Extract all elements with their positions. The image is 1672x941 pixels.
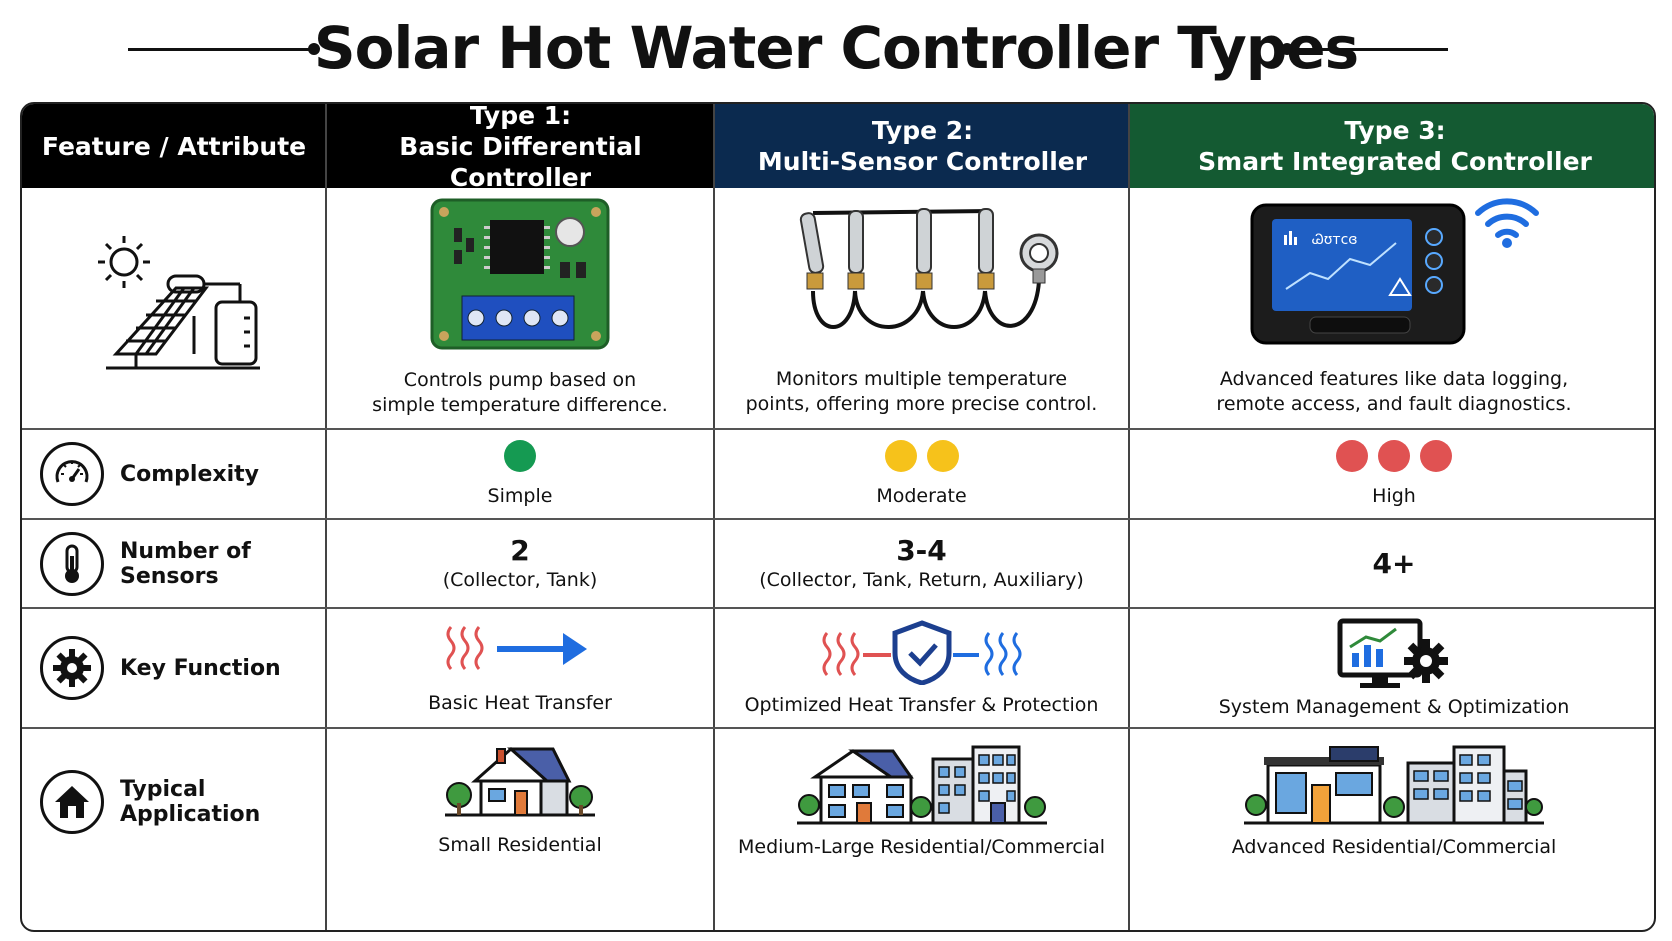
type2-function: Optimized Heat Transfer & Protection [715,609,1128,727]
type3-description: Advanced features like data logging, rem… [1216,367,1571,417]
type1-description-line2: simple temperature difference. [372,394,668,416]
type3-sensor-count: 4+ [1372,546,1416,580]
type2-complexity-value: Moderate [876,484,967,507]
home-icon [40,769,104,834]
temperature-probes-icon [799,208,1058,329]
complexity-dot [884,439,917,472]
type1-application: Small Residential [327,729,713,871]
feature-complexity: Complexity [22,430,347,518]
title-rule-left [128,48,314,51]
type1-complexity: Simple [327,430,713,518]
title-rule-dot-left [308,43,320,55]
divider [22,607,1654,609]
heat-transfer-arrow-icon [446,625,587,670]
complexity-label: Complexity [120,461,259,487]
solar-system-cell [22,188,325,428]
type2-complexity: Moderate [715,430,1128,518]
divider [713,104,715,930]
type2-sensors: 3-4 (Collector, Tank, Return, Auxiliary) [715,520,1128,607]
type3-sensors: 4+ [1130,520,1654,607]
header-type1: Type 1: Basic Differential Controller [326,102,715,192]
header-type2-line1: Type 2: [871,116,974,145]
wifi-icon [1475,198,1539,248]
complexity-dots [499,439,541,476]
gauge-icon [40,442,104,506]
type2-description: Monitors multiple temperature points, of… [746,367,1098,417]
thermometer-icon [40,531,104,596]
comparison-table: Feature / Attribute Type 1: Basic Differ… [20,102,1656,932]
application-label: Typical Application [120,776,261,827]
header-type1-line1: Type 1: [469,102,572,130]
type2-description-line2: points, offering more precise control. [745,393,1098,415]
monitor-gear-icon [1337,618,1448,688]
complexity-dots [880,439,964,476]
divider [22,727,1654,729]
title-bar: Solar Hot Water Controller Types [0,0,1672,100]
function-label: Key Function [120,655,281,681]
type1-function-value: Basic Heat Transfer [428,691,612,714]
type1-function: Basic Heat Transfer [327,609,713,727]
divider [22,428,1654,430]
type3-application: Advanced Residential/Commercial [1130,729,1654,871]
header-feature-label: Feature / Attribute [41,131,307,161]
header-type3-line2: Smart Integrated Controller [1198,147,1592,176]
complexity-dot [1420,439,1452,472]
house-and-building-icon [796,745,1047,824]
complexity-dot [504,439,536,472]
header-type2-line2: Multi-Sensor Controller [757,147,1088,176]
smart-controller-graphic: Ꮚʊᴛᴄɞ [1244,198,1544,349]
type2-application: Medium-Large Residential/Commercial [715,729,1128,871]
type3-function: System Management & Optimization [1130,609,1654,727]
page-title: Solar Hot Water Controller Types [313,14,1359,82]
type3-complexity: High [1130,430,1654,518]
complexity-dot [1336,439,1368,472]
divider [22,518,1654,520]
solar-water-heater-icon [97,236,260,370]
type1-complexity-value: Simple [487,484,553,507]
type1-application-value: Small Residential [438,833,602,856]
header-type2: Type 2: Multi-Sensor Controller [715,104,1130,188]
type3-overview-cell: Ꮚʊᴛᴄɞ Advanced features like data loggin… [1130,188,1654,428]
type1-sensors: 2 (Collector, Tank) [327,520,713,607]
header-feature: Feature / Attribute [22,104,326,188]
type3-description-line1: Advanced features like data logging, [1219,368,1569,390]
feature-sensors: Number of Sensors [22,520,347,607]
sensors-label: Number of Sensors [120,538,251,589]
type2-sensor-detail: (Collector, Tank, Return, Auxiliary) [759,569,1084,591]
title-rule-right [1288,48,1448,51]
type1-sensor-count: 2 [510,534,530,567]
modern-home-and-office-icon [1244,745,1544,824]
small-house-icon [445,746,595,816]
type3-complexity-value: High [1372,484,1416,507]
divider [1128,104,1130,930]
screen-readout: Ꮚʊᴛᴄɞ [1312,232,1358,248]
type2-application-value: Medium-Large Residential/Commercial [737,835,1106,858]
header-type3-line1: Type 3: [1344,116,1446,145]
type3-function-value: System Management & Optimization [1218,695,1570,718]
type1-description: Controls pump based on simple temperatur… [372,368,668,418]
type1-overview-cell: Controls pump based on simple temperatur… [327,188,713,428]
type2-sensor-count: 3-4 [896,534,947,567]
type2-description-line1: Monitors multiple temperature [775,368,1068,390]
type2-function-value: Optimized Heat Transfer & Protection [744,693,1099,716]
header-type3: Type 3: Smart Integrated Controller [1130,104,1654,188]
complexity-dots [1331,439,1457,476]
feature-application: Typical Application [22,729,347,930]
circuit-board-icon [430,198,610,350]
type1-sensor-detail: (Collector, Tank) [442,569,598,591]
complexity-dot [1378,439,1410,472]
type3-application-value: Advanced Residential/Commercial [1231,835,1557,858]
header-type1-line2: Basic Differential Controller [399,131,642,192]
heat-protection-shield-icon [822,619,1021,685]
divider [325,104,327,930]
feature-function: Key Function [22,609,347,727]
complexity-dot [926,439,959,472]
type3-description-line2: remote access, and fault diagnostics. [1216,393,1572,415]
gear-icon [40,636,104,700]
type2-overview-cell: Monitors multiple temperature points, of… [715,188,1128,428]
type1-description-line1: Controls pump based on [403,369,637,391]
smart-controller-display-icon: Ꮚʊᴛᴄɞ [1250,203,1466,345]
title-rule-dot-right [1281,43,1293,55]
